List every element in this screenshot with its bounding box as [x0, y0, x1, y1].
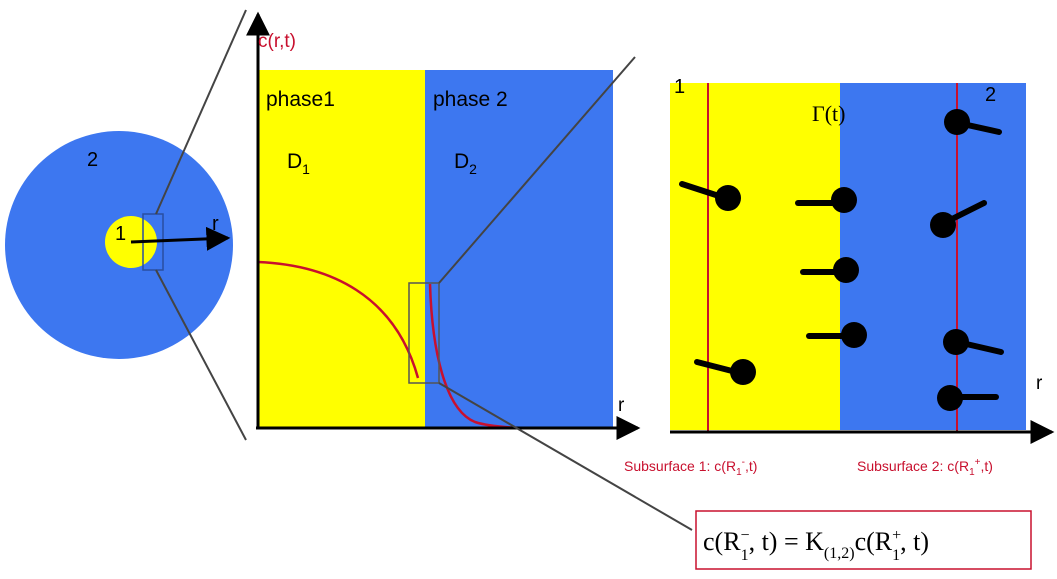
outer-phase-label: 2 — [87, 149, 98, 171]
zoom-plot-group: 1 2 Γ(t) r Subsurface 1: c(R1-,t) Subsur… — [624, 76, 1052, 478]
zoom-phase1-region — [670, 83, 840, 430]
main-plot-group: c(r,t) r phase1 phase 2 D1 D2 — [256, 14, 638, 428]
phase2-region — [425, 70, 613, 428]
zoom-x-axis-label: r — [1036, 373, 1043, 394]
radial-axis-label: r — [212, 213, 219, 235]
zoom-phase1-label: 1 — [674, 76, 685, 98]
subsurface-1-label: Subsurface 1: c(R1-,t) — [624, 457, 757, 478]
subsurface-2-label: Subsurface 2: c(R1+,t) — [857, 457, 993, 478]
cross-section-group: 2 1 r — [5, 131, 233, 359]
interface-label: Γ(t) — [812, 101, 845, 126]
phase2-label: phase 2 — [433, 88, 508, 111]
inner-phase-label: 1 — [115, 223, 126, 245]
phase1-label: phase1 — [266, 88, 335, 111]
zoom-phase2-label: 2 — [985, 84, 996, 106]
main-x-axis-label: r — [618, 395, 625, 416]
phase1-region — [258, 70, 425, 428]
equation-group: c(R−1, t) = K(1,2)c(R+1, t) — [696, 511, 1031, 569]
main-y-axis-label: c(r,t) — [258, 31, 296, 52]
zoom-phase2-region — [840, 83, 1026, 430]
